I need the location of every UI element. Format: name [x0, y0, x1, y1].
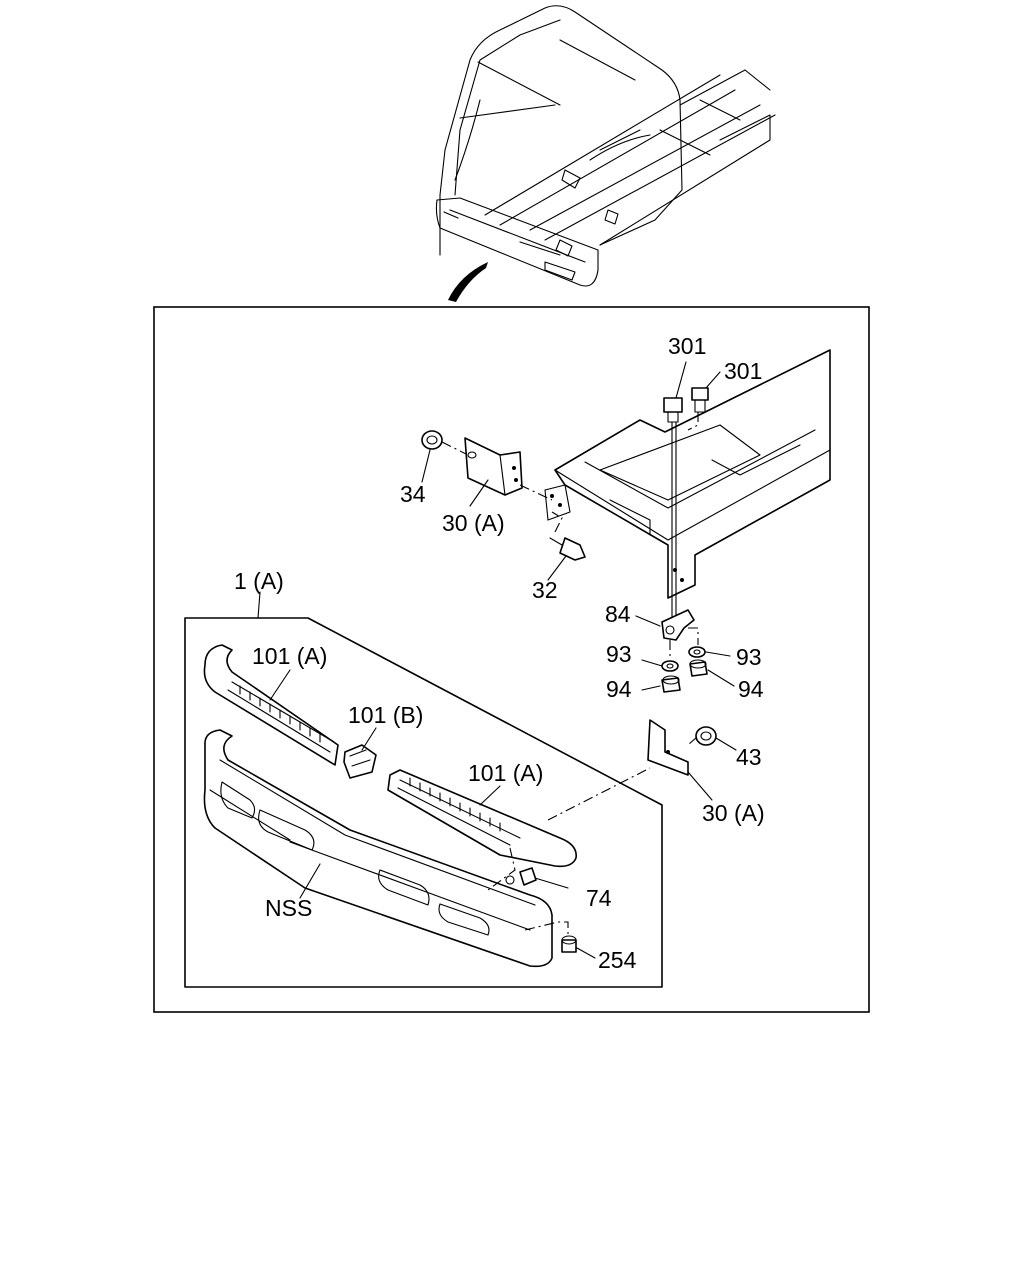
main-frame-box	[153, 306, 870, 1013]
callout-84: 84	[605, 601, 631, 627]
bolt-301-left	[663, 397, 683, 423]
callout-93-left: 93	[606, 641, 632, 667]
washer-93-right	[688, 646, 706, 658]
callout-1a: 1 (A)	[234, 568, 284, 594]
callout-32: 32	[532, 577, 558, 603]
nut-34	[421, 430, 443, 450]
callout-nss: NSS	[265, 895, 312, 921]
bracket-30a-left	[464, 437, 523, 496]
bolt-301-right	[691, 387, 709, 413]
callout-301-left: 301	[668, 333, 706, 359]
bracket-30a-right	[647, 719, 689, 776]
callout-34: 34	[400, 481, 426, 507]
callout-101a-left: 101 (A)	[252, 643, 327, 669]
nut-254	[561, 935, 577, 953]
bracket-84	[661, 609, 695, 641]
callout-94-right: 94	[738, 676, 764, 702]
callout-43: 43	[736, 744, 762, 770]
pad-101a-right	[387, 769, 577, 868]
bolt-32	[549, 537, 586, 561]
callout-101a-right: 101 (A)	[468, 760, 543, 786]
bumper-nss	[203, 729, 553, 968]
callout-30a-right: 30 (A)	[702, 800, 765, 826]
callout-301-right: 301	[724, 358, 762, 384]
callout-254: 254	[598, 947, 637, 973]
washer-93-left	[661, 660, 679, 672]
nut-94-right	[689, 659, 708, 677]
callout-93-right: 93	[736, 644, 762, 670]
callout-74: 74	[586, 885, 612, 911]
pad-101b	[343, 744, 377, 779]
callout-94-left: 94	[606, 676, 632, 702]
nut-94-left	[661, 675, 681, 693]
pad-101a-left	[203, 644, 339, 766]
sub-assembly-box	[184, 617, 663, 988]
callout-30a-left: 30 (A)	[442, 510, 505, 536]
truck-overview	[435, 5, 776, 302]
callout-101b: 101 (B)	[348, 702, 423, 728]
chassis-frame	[544, 349, 831, 599]
leader-lines	[257, 361, 737, 959]
clip-74	[505, 867, 537, 886]
nut-43	[695, 726, 717, 746]
